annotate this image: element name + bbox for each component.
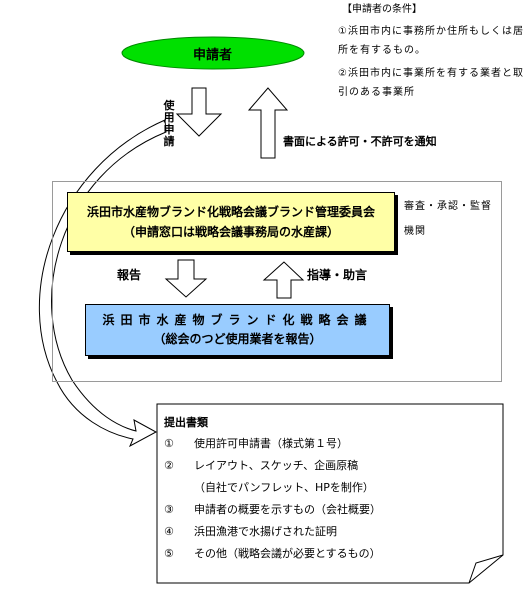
management-panel — [52, 181, 502, 382]
document-item: （自社でパンフレット、HPを制作） — [164, 477, 494, 499]
condition-item-1: ①浜田市内に事務所か住所もしくは居所を有するもの。 — [338, 26, 524, 56]
report-down-arrow — [164, 259, 208, 298]
committee-title: 浜田市水産物ブランド化戦略会議ブランド管理委員会 — [86, 205, 375, 219]
document-text: 浜田漁港で水揚げされた証明 — [194, 525, 337, 538]
committee-role: 審査・承認・監督機関 — [404, 201, 492, 237]
document-number: ② — [164, 459, 174, 472]
committee-subtitle: （申請窓口は戦略会議事務局の水産課） — [122, 225, 339, 239]
guidance-up-arrow — [262, 261, 305, 299]
document-item: ① 使用許可申請書（様式第１号） — [164, 433, 494, 455]
document-number: ③ — [164, 503, 174, 516]
committee-box: 浜田市水産物ブランド化戦略会議ブランド管理委員会 （申請窓口は戦略会議事務局の水… — [67, 192, 395, 252]
notify-label: 書面による許可・不許可を通知 — [283, 135, 437, 148]
document-item: ② レイアウト、スケッチ、企画原稿 — [164, 455, 494, 477]
council-box: 浜田市水産物ブランド化戦略会議 （総会のつど使用業者を報告） — [85, 304, 390, 356]
document-text: 使用許可申請書（様式第１号） — [194, 437, 348, 450]
apply-down-arrow — [175, 87, 223, 137]
report-label: 報告 — [117, 268, 142, 282]
documents-list: ① 使用許可申請書（様式第１号） ② レイアウト、スケッチ、企画原稿 （自社でパ… — [164, 433, 494, 565]
documents-title: 提出書類 — [164, 416, 208, 429]
condition-item-2: ②浜田市内に事業所を有する業者と取引のある事業所 — [338, 68, 524, 98]
document-text: （自社でパンフレット、HPを制作） — [194, 481, 374, 494]
applicant-ellipse — [121, 36, 305, 70]
document-number: ⑤ — [164, 547, 174, 560]
apply-label: 使用申請 — [163, 99, 175, 148]
document-text: その他（戦略会議が必要とするもの） — [194, 547, 381, 560]
council-subtitle: （総会のつど使用業者を報告） — [153, 332, 322, 346]
document-number: ① — [164, 437, 174, 450]
applicant-label: 申請者 — [192, 47, 232, 63]
document-item: ⑤ その他（戦略会議が必要とするもの） — [164, 543, 494, 565]
notify-up-arrow — [247, 87, 289, 159]
document-text: 申請者の概要を示すもの（会社概要） — [194, 503, 381, 516]
documents-box — [156, 403, 504, 584]
council-title: 浜田市水産物ブランド化戦略会議 — [102, 313, 373, 327]
documents-fold — [468, 554, 504, 584]
conditions-title: 【申請者の条件】 — [342, 4, 422, 15]
document-item: ③ 申請者の概要を示すもの（会社概要） — [164, 499, 494, 521]
document-text: レイアウト、スケッチ、企画原稿 — [194, 459, 359, 472]
document-number: ④ — [164, 525, 174, 538]
document-item: ④ 浜田漁港で水揚げされた証明 — [164, 521, 494, 543]
guidance-label: 指導・助言 — [307, 268, 368, 282]
document-number — [164, 477, 194, 499]
